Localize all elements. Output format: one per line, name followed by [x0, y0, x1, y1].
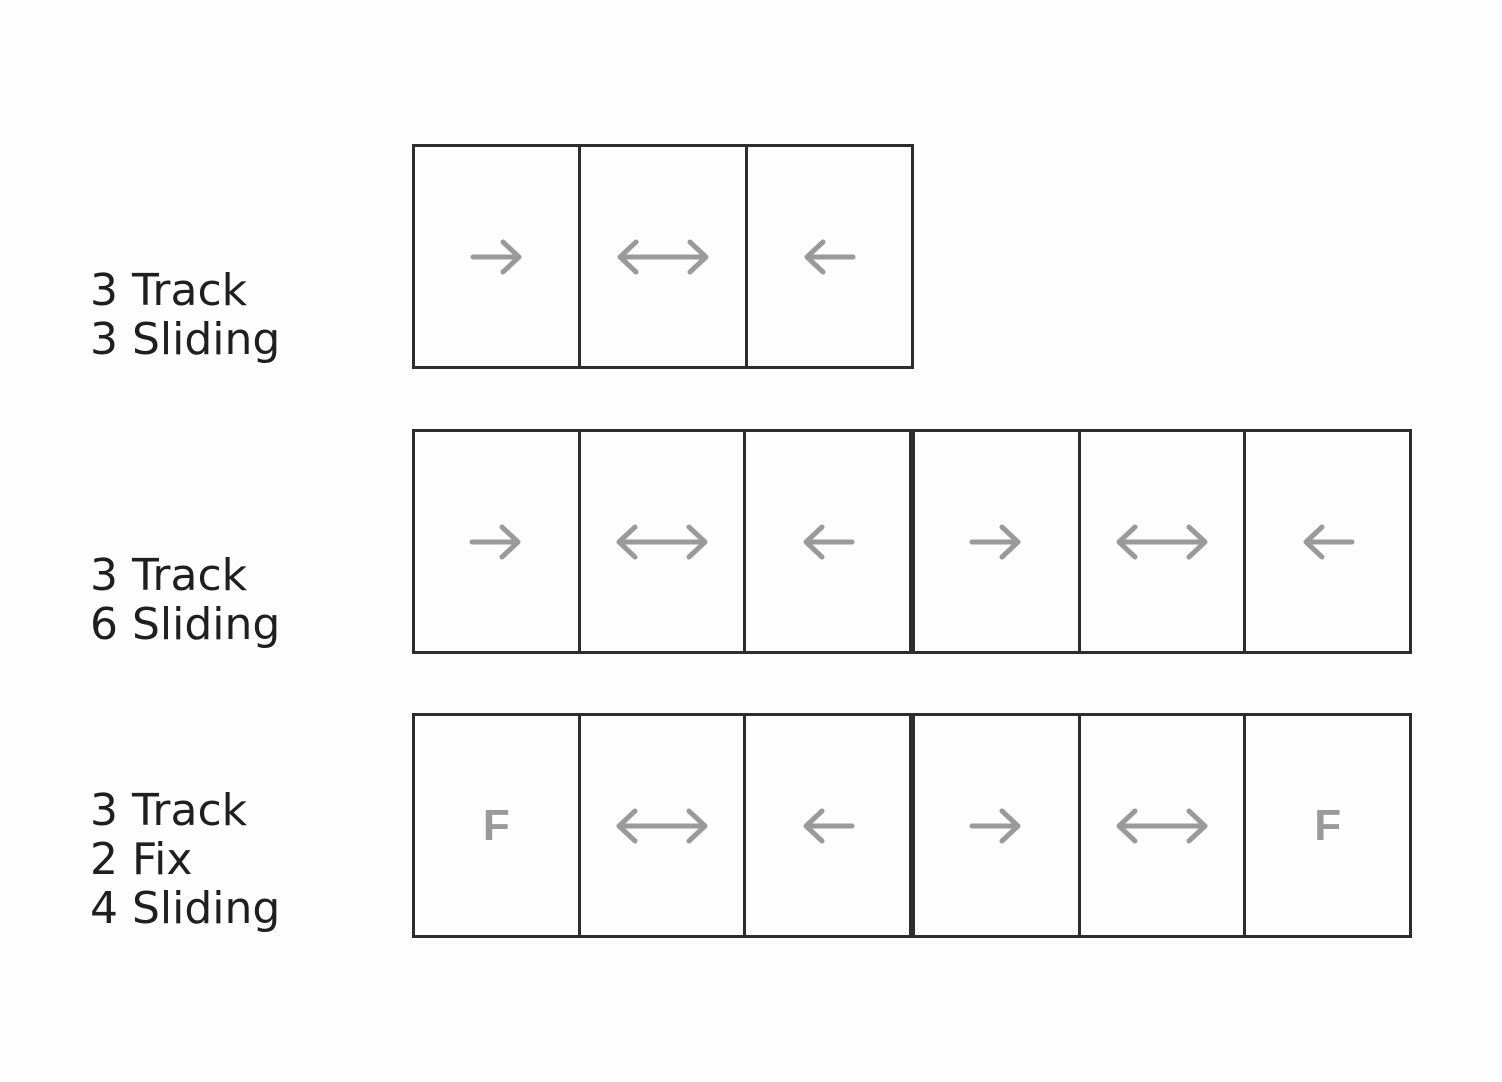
label-line: 3 Sliding: [90, 314, 281, 365]
label-line: 4 Sliding: [90, 883, 281, 934]
panel-group-6-sliding: [412, 429, 1412, 654]
sliding-panel: [581, 147, 748, 366]
arrow-left-shape: [804, 239, 856, 274]
arrow-left-shape: [803, 808, 855, 843]
arrow-left-icon: [801, 236, 857, 278]
fixed-label: F: [1314, 800, 1342, 850]
sliding-panel: [915, 432, 1081, 651]
arrow-right-icon: [968, 805, 1024, 847]
sliding-panel: [581, 716, 747, 935]
panel-group-3-sliding: [412, 144, 914, 369]
arrow-right-icon: [469, 236, 525, 278]
label-line: 3 Track: [90, 265, 248, 316]
arrow-right-shape: [969, 808, 1021, 843]
label-line: 6 Sliding: [90, 599, 281, 650]
fixed-panel: F: [415, 716, 581, 935]
arrow-right-icon: [968, 521, 1024, 563]
sliding-panel: [1246, 432, 1409, 651]
arrow-right-shape: [969, 524, 1021, 559]
arrow-both-icon: [616, 236, 710, 278]
sliding-panel: [1081, 432, 1247, 651]
sliding-panel: [415, 147, 582, 366]
sliding-panel: [746, 432, 916, 651]
arrow-both-icon: [1115, 805, 1209, 847]
sliding-panel: [746, 716, 916, 935]
arrow-both-shape: [616, 808, 708, 843]
row-label-3-track-3-sliding: 3 Track 3 Sliding: [90, 266, 280, 364]
sliding-panel: [915, 716, 1081, 935]
arrow-both-icon: [1115, 521, 1209, 563]
sliding-panel: [581, 432, 747, 651]
row-label-3-track-6-sliding: 3 Track 6 Sliding: [90, 551, 280, 649]
arrow-left-icon: [800, 805, 856, 847]
sliding-panel: [1081, 716, 1247, 935]
arrow-left-icon: [800, 521, 856, 563]
arrow-both-icon: [615, 521, 709, 563]
arrow-right-shape: [470, 239, 522, 274]
arrow-left-shape: [1303, 524, 1355, 559]
arrow-both-shape: [1116, 808, 1208, 843]
label-line: 3 Track: [90, 785, 248, 836]
row-label-3-track-2-fix-4-sliding: 3 Track 2 Fix 4 Sliding: [90, 786, 280, 933]
sliding-panel: [748, 147, 911, 366]
label-line: 2 Fix: [90, 834, 193, 885]
arrow-left-icon: [1300, 521, 1356, 563]
arrow-left-shape: [803, 524, 855, 559]
label-line: 3 Track: [90, 550, 248, 601]
arrow-both-icon: [615, 805, 709, 847]
fixed-label: F: [482, 800, 510, 850]
arrow-both-shape: [616, 524, 708, 559]
fixed-panel: F: [1246, 716, 1409, 935]
sliding-panel: [415, 432, 581, 651]
arrow-both-shape: [617, 239, 709, 274]
arrow-right-shape: [469, 524, 521, 559]
arrow-right-icon: [468, 521, 524, 563]
arrow-both-shape: [1116, 524, 1208, 559]
